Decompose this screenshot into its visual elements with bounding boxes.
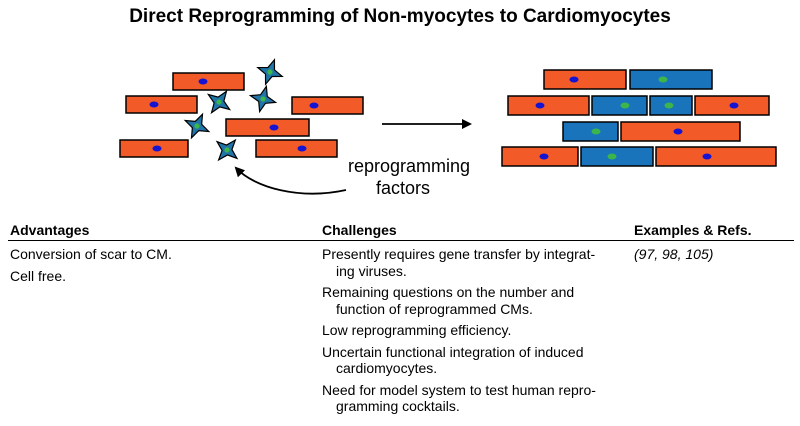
examples-column: (97, 98, 105) [634,246,794,268]
challenge-item: Low reprogramming efficiency. [322,322,632,339]
fibroblast-cell [543,69,627,90]
fibroblast-cell [694,95,770,116]
cardiomyocyte-cell [591,95,648,116]
challenge-item: Uncertain functional integration of indu… [322,344,632,377]
fibroblast-cell [620,121,741,142]
header-examples: Examples & Refs. [634,222,752,238]
factor-star-icon [183,112,211,140]
reprogramming-factors [183,58,284,162]
header-challenges: Challenges [322,222,397,238]
challenge-item: Need for model system to test human repr… [322,382,632,415]
cardiomyocyte-cell [629,69,713,90]
fibroblast-group [119,72,364,158]
fibroblast-cell [507,95,590,116]
advantage-item: Conversion of scar to CM. [10,246,172,262]
reprogramming-factors-label: reprogramming factors [348,155,471,199]
fibroblast-cell [172,72,245,91]
advantages-column: Conversion of scar to CM. Cell free. [10,246,310,289]
challenge-line: Need for model system to test human repr… [322,381,596,398]
factors-label-line-1: reprogramming [348,156,471,176]
factors-arrow [234,166,347,195]
challenge-line: Uncertain functional integration of indu… [322,343,584,360]
factor-star-icon [256,58,284,86]
fibroblast-cell [225,118,310,137]
fibroblast-cell [255,139,338,158]
fibroblast-cell [501,146,579,167]
cardiomyocyte-cell [580,146,654,167]
factor-star-icon [206,89,232,115]
challenges-column: Presently requires gene transfer by inte… [322,246,632,420]
challenge-line: Remaining questions on the number and [322,284,575,300]
cardiomyocyte-cell [562,121,619,142]
fibroblast-cell [291,96,364,115]
challenge-line: function of reprogrammed CMs. [336,300,533,317]
header-divider [8,240,794,241]
challenge-line: gramming cocktails. [336,398,460,414]
cardiomyocyte-cell [649,95,693,116]
challenge-line: ing viruses. [336,262,407,279]
challenge-item: Presently requires gene transfer by inte… [322,246,632,279]
reprogramming-diagram [119,58,777,195]
fibroblast-cell [119,139,189,158]
challenge-line: Low reprogramming efficiency. [322,322,512,338]
fibroblast-cell [125,95,198,114]
fibroblast-cell [655,146,777,167]
factor-star-icon [248,84,278,114]
challenge-line: Presently requires gene transfer by inte… [322,246,596,262]
header-advantages: Advantages [10,222,90,238]
factor-star-icon [215,138,239,162]
factors-label-line-2: factors [375,178,431,198]
examples-refs: (97, 98, 105) [634,246,714,262]
challenge-item: Remaining questions on the number and fu… [322,284,632,317]
challenge-line: cardiomyocytes. [336,360,438,376]
figure-title: Direct Reprogramming of Non-myocytes to … [129,6,671,27]
advantage-item: Cell free. [10,267,67,284]
converted-tissue-group [501,69,777,167]
